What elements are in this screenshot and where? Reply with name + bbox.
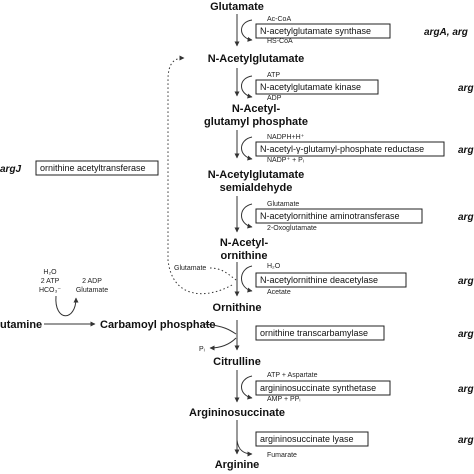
enzyme-label-1: N-acetylglutamate synthase bbox=[260, 26, 371, 36]
cofactor-2-oxoglutamate: 2-Oxoglutamate bbox=[267, 225, 317, 232]
metabolite-ornithine: Ornithine bbox=[213, 302, 262, 314]
gene-label-3: arg bbox=[458, 145, 474, 156]
enzyme-label-7: argininosuccinate synthetase bbox=[260, 383, 376, 393]
cofactor-atp-aspartate: ATP + Aspartate bbox=[267, 372, 318, 379]
cofactor-curve-step1 bbox=[241, 19, 253, 42]
metabolite-n-acetylornithine-line2: ornithine bbox=[220, 250, 267, 262]
enzyme-label-8: argininosuccinate lyase bbox=[260, 434, 354, 444]
metabolite-nag-phosphate-line2: glutamyl phosphate bbox=[204, 116, 308, 128]
cofactor-amp-ppi: AMP + PPᵢ bbox=[267, 396, 300, 403]
metabolite-nag-phosphate-line1: N-Acetyl- bbox=[232, 103, 281, 115]
enzyme-box-5: N-acetylornithine deacetylase bbox=[255, 272, 407, 288]
cofactor-curve-step8 bbox=[236, 439, 253, 457]
gene-label-5: arg bbox=[458, 276, 474, 287]
enzyme-box-1: N-acetylglutamate synthase bbox=[255, 23, 391, 39]
metabolite-argininosuccinate: Argininosuccinate bbox=[189, 407, 285, 419]
metabolite-arginine: Arginine bbox=[215, 459, 260, 471]
enzyme-label-4: N-acetylornithine aminotransferase bbox=[260, 211, 400, 221]
enzyme-box-8: argininosuccinate lyase bbox=[255, 431, 369, 447]
enzyme-box-2: N-acetylglutamate kinase bbox=[255, 79, 379, 95]
cofactor-adp: ADP bbox=[267, 95, 282, 102]
enzyme-box-4: N-acetylornithine aminotransferase bbox=[255, 208, 423, 224]
enzyme-box-argj: ornithine acetyltransferase bbox=[35, 160, 159, 176]
cofactor-h2o: H₂O bbox=[267, 263, 281, 270]
metabolite-n-acetylornithine-line1: N-Acetyl- bbox=[220, 237, 269, 249]
metabolite-nag-semialdehyde-line1: N-Acetylglutamate bbox=[208, 169, 305, 181]
cofactor-cps-atp: 2 ATP bbox=[41, 278, 60, 285]
enzyme-label-3: N-acetyl-γ-glutamyl-phosphate reductase bbox=[260, 144, 424, 154]
cofactor-curve-step5 bbox=[241, 265, 253, 293]
cofactor-nadp: NADP⁺ + Pᵢ bbox=[267, 157, 304, 164]
enzyme-box-6: ornithine transcarbamylase bbox=[255, 325, 385, 341]
cps-cofactor-curve bbox=[55, 295, 79, 317]
gene-label-4: arg bbox=[458, 212, 474, 223]
glutamate-side-dotted bbox=[209, 267, 237, 281]
cofactor-ac-coa: Ac-CoA bbox=[267, 16, 291, 23]
gene-label-6: arg bbox=[458, 329, 474, 340]
cofactor-fumarate: Fumarate bbox=[267, 452, 297, 459]
cofactor-cps-adp: 2 ADP bbox=[82, 278, 102, 285]
cofactor-hs-coa: HS-CoA bbox=[267, 38, 293, 45]
metabolite-glutamine: utamine bbox=[0, 319, 42, 331]
cofactor-acetate: Acetate bbox=[267, 289, 291, 296]
metabolite-carbamoyl-phosphate: Carbamoyl phosphate bbox=[100, 319, 216, 331]
enzyme-box-7: argininosuccinate synthetase bbox=[255, 380, 391, 396]
cofactor-curve-step3 bbox=[241, 136, 253, 161]
enzyme-box-3: N-acetyl-γ-glutamyl-phosphate reductase bbox=[255, 141, 445, 157]
otc-phosphate-curve bbox=[209, 337, 237, 351]
cofactor-cps-glutamate: Glutamate bbox=[76, 287, 108, 294]
cofactor-cps-h2o: H₂O bbox=[43, 269, 57, 276]
metabolite-n-acetylglutamate: N-Acetylglutamate bbox=[208, 53, 305, 65]
enzyme-label-5: N-acetylornithine deacetylase bbox=[260, 275, 378, 285]
enzyme-label-2: N-acetylglutamate kinase bbox=[260, 82, 361, 92]
gene-label-argj: argJ bbox=[0, 164, 22, 175]
cofactor-glutamate-side: Glutamate bbox=[174, 265, 206, 272]
gene-label-7: arg bbox=[458, 384, 474, 395]
cofactor-curve-step7 bbox=[241, 375, 253, 400]
cofactor-pi: Pᵢ bbox=[199, 346, 205, 353]
cofactor-curves bbox=[236, 19, 253, 457]
carbamoyl-to-otc-arrow bbox=[204, 323, 237, 335]
cofactor-nadph: NADPH+H⁺ bbox=[267, 134, 305, 141]
gene-label-2: arg bbox=[458, 83, 474, 94]
gene-label-8: arg bbox=[458, 435, 474, 446]
cofactor-curve-step4 bbox=[241, 203, 253, 229]
metabolite-nag-semialdehyde-line2: semialdehyde bbox=[220, 182, 293, 194]
gene-label-1: argA, arg bbox=[424, 27, 468, 38]
cofactor-atp: ATP bbox=[267, 72, 280, 79]
enzyme-label-argj: ornithine acetyltransferase bbox=[40, 163, 146, 173]
cofactor-glutamate-in: Glutamate bbox=[267, 201, 299, 208]
cofactor-cps-hco3: HCO₃⁻ bbox=[39, 287, 61, 294]
metabolite-citrulline: Citrulline bbox=[213, 356, 261, 368]
metabolite-glutamate: Glutamate bbox=[210, 1, 264, 13]
argj-dotted-loop bbox=[167, 55, 233, 295]
cofactor-curve-step2 bbox=[241, 75, 253, 99]
enzyme-label-6: ornithine transcarbamylase bbox=[260, 328, 368, 338]
